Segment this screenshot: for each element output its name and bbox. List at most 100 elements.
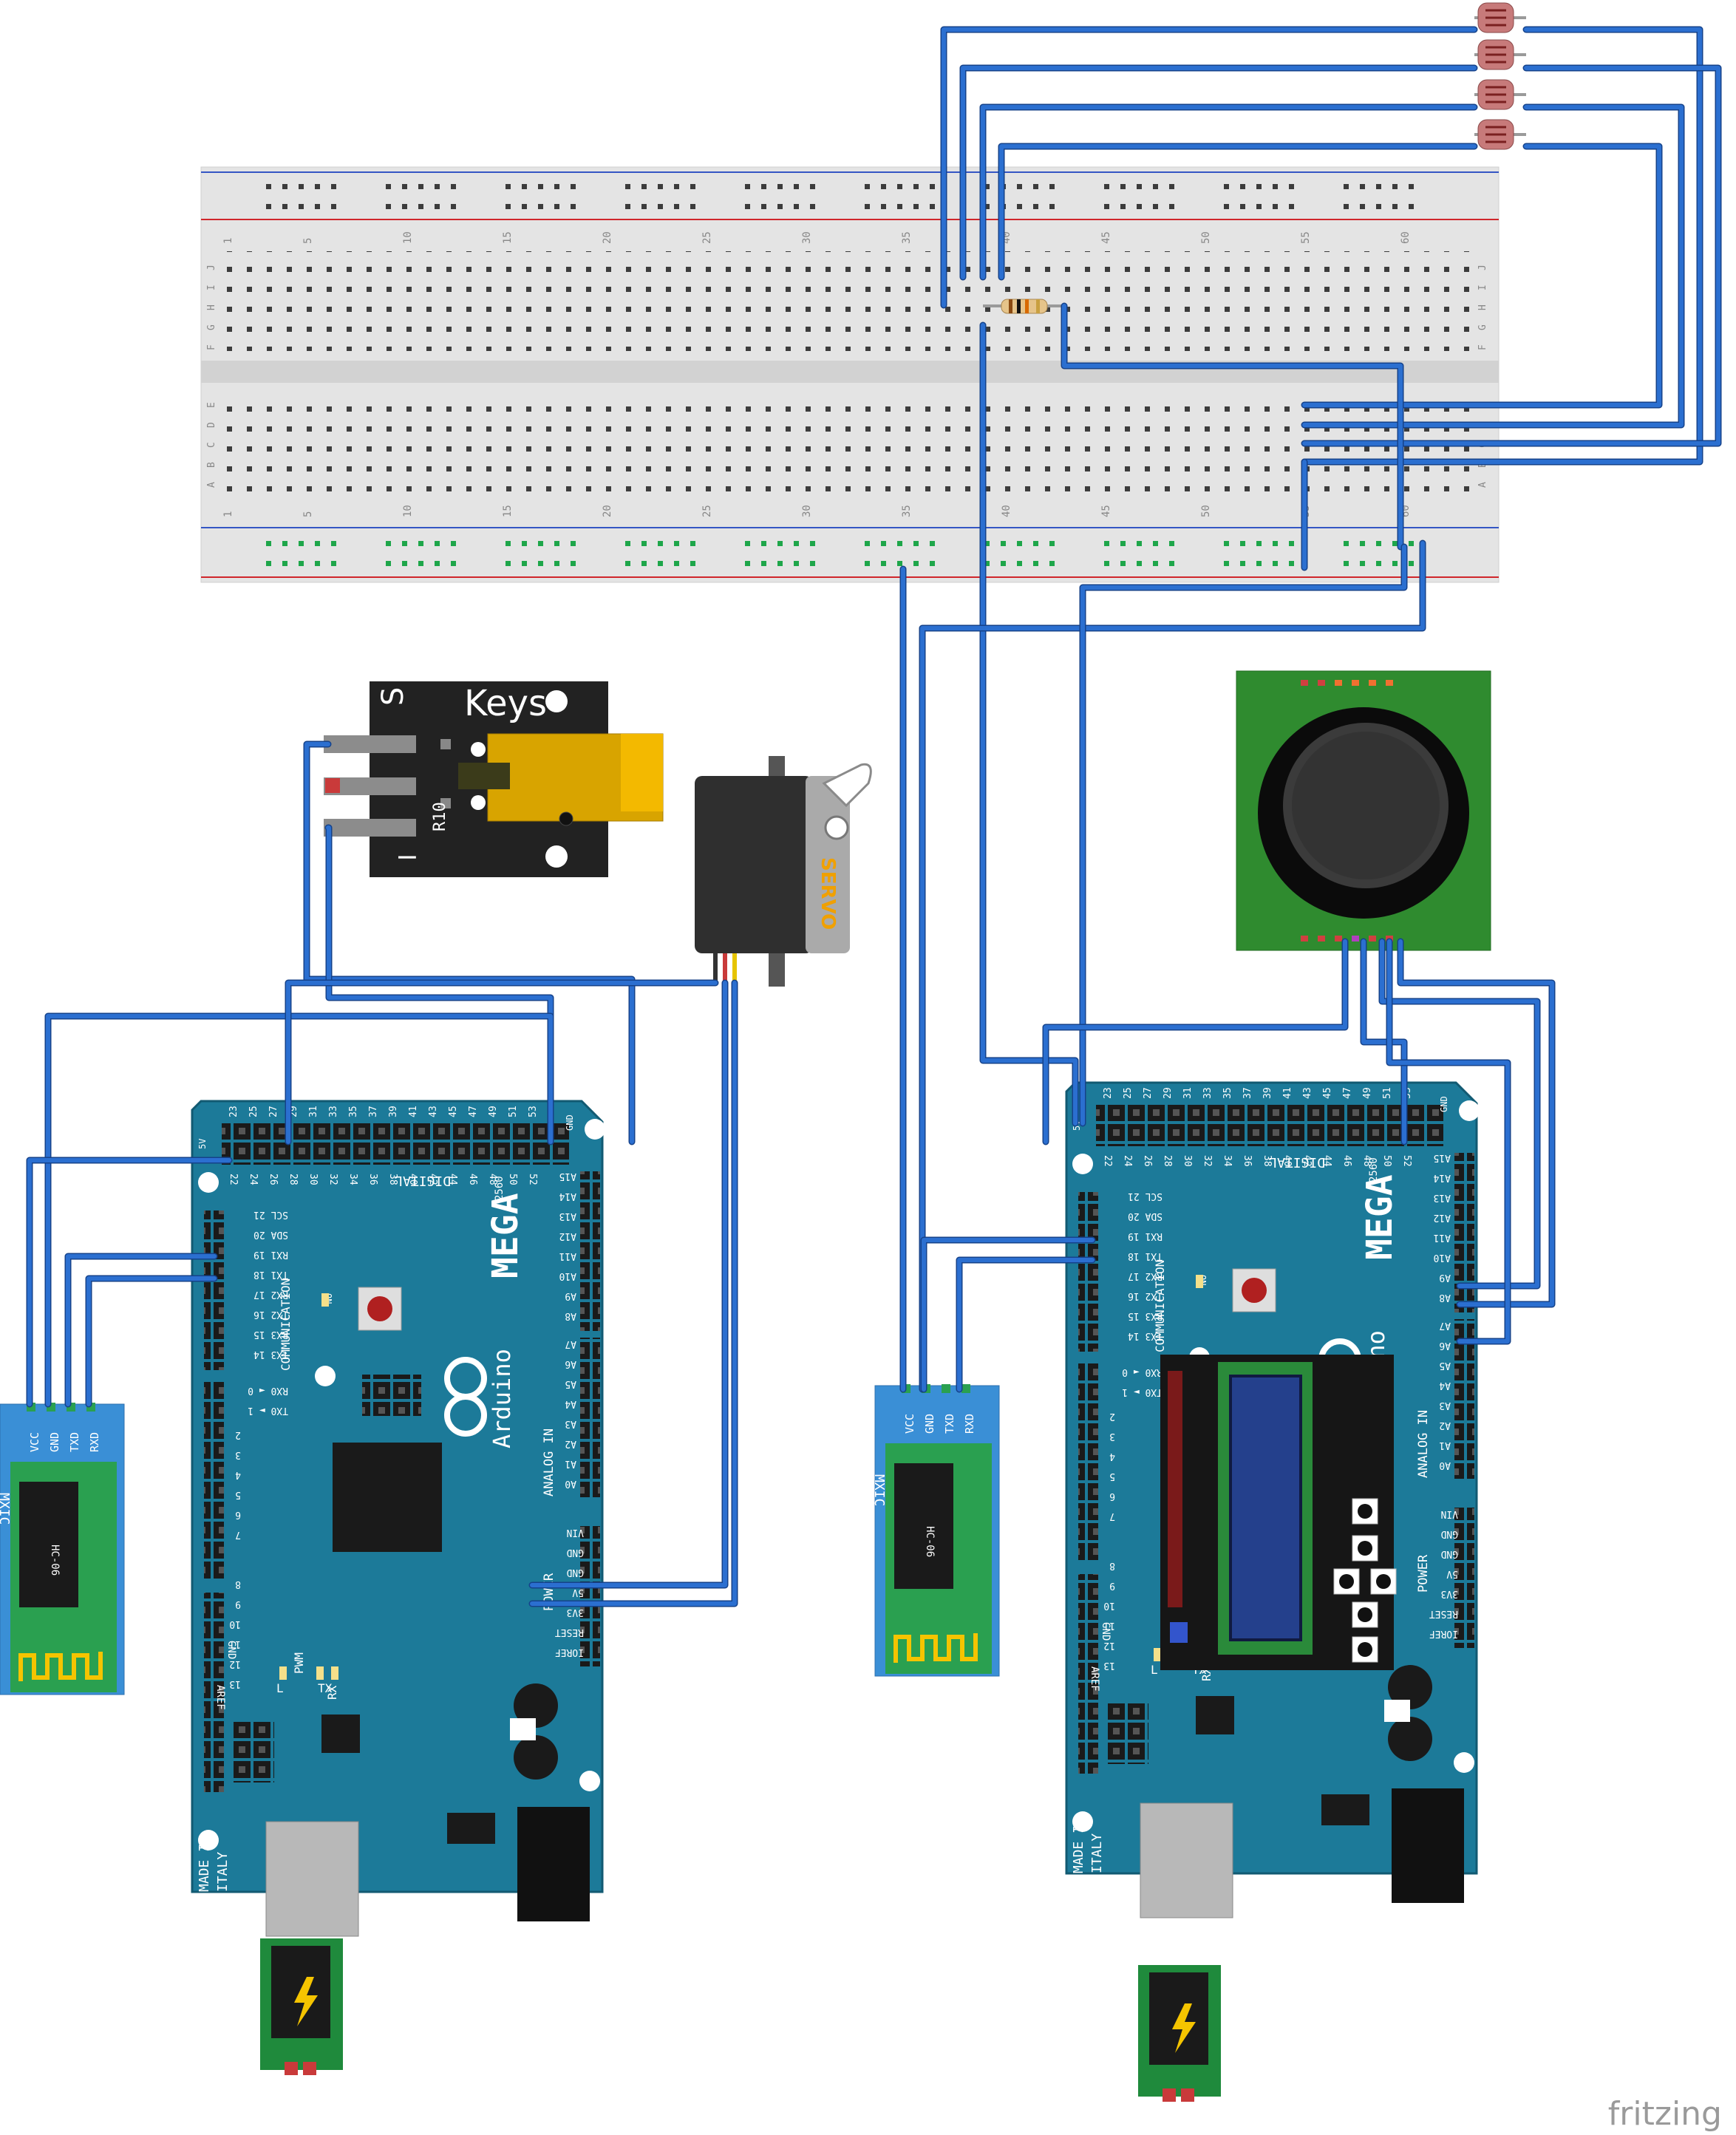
digital-pin-number: 44 xyxy=(1321,1155,1332,1167)
gnd-label: GND xyxy=(1100,1622,1112,1641)
hc06-pin-label: GND xyxy=(923,1414,936,1434)
comm-pin-label: RX2 17 xyxy=(1128,1270,1163,1281)
comm-pin-label: TX3 14 xyxy=(253,1349,288,1360)
digital-pin-number: 30 xyxy=(1182,1155,1193,1167)
hc06-model-label: HC-06 xyxy=(49,1545,61,1576)
rail-hole xyxy=(930,541,935,546)
rail-hole xyxy=(538,184,543,189)
digital-pin-number: 28 xyxy=(1162,1155,1173,1167)
analog-pin-label: A15 xyxy=(1434,1152,1451,1163)
rail-hole xyxy=(1137,204,1142,209)
rail-hole xyxy=(865,204,870,209)
digital-pin-number: 51 xyxy=(508,1106,519,1117)
column-number: 1 xyxy=(222,511,234,517)
digital-pin-number: 53 xyxy=(528,1106,539,1117)
comm-pin-label: SDA 20 xyxy=(1128,1210,1163,1222)
rail-hole xyxy=(1001,561,1006,566)
rail-hole xyxy=(402,184,407,189)
rail-hole xyxy=(554,204,559,209)
dc-power-jack xyxy=(1392,1788,1464,1903)
digital-label: DIGITAL xyxy=(1269,1154,1325,1170)
digital-pin-number: 32 xyxy=(1202,1155,1213,1167)
wire xyxy=(286,981,718,1144)
rail-hole xyxy=(658,204,663,209)
rail-hole xyxy=(386,561,391,566)
power-pin-label: RESET xyxy=(1429,1608,1458,1619)
pwm-pin-label: 9 xyxy=(1109,1580,1115,1591)
row-letter: G xyxy=(206,324,217,330)
pwm-pin-label: 4 xyxy=(1109,1451,1115,1462)
joystick-pin xyxy=(1369,680,1376,686)
joystick-pins-top xyxy=(1301,680,1393,686)
digital-pin-number: 45 xyxy=(448,1106,459,1117)
rail-hole xyxy=(881,204,886,209)
digital-pin-number: 43 xyxy=(428,1106,439,1117)
pwm-label: PWM xyxy=(292,1652,306,1674)
rail-hole xyxy=(435,561,440,566)
analog-pin-label: A2 xyxy=(1439,1420,1451,1431)
wire xyxy=(942,27,1477,307)
made-in-label: ITALY xyxy=(215,1852,231,1892)
rail-hole xyxy=(1224,561,1229,566)
rail-hole xyxy=(1409,184,1414,189)
servo-motor: SERVO xyxy=(695,756,872,987)
wire xyxy=(530,981,737,1606)
rail-hole xyxy=(1344,541,1349,546)
digital-pin-number: 35 xyxy=(348,1106,359,1117)
pwm-pin-label: 12 xyxy=(229,1658,241,1669)
digital-pin-number: 23 xyxy=(228,1106,239,1117)
column-number: 10 xyxy=(402,231,414,244)
digital-pin-number: 42 xyxy=(1301,1155,1313,1167)
rail-hole xyxy=(418,561,423,566)
rail-hole xyxy=(641,561,647,566)
wire xyxy=(981,323,1078,1126)
on-led xyxy=(321,1293,329,1307)
photoresistor xyxy=(1474,79,1526,110)
rail-hole xyxy=(1240,204,1245,209)
serial0-pin-label: TX0 ► 1 xyxy=(248,1405,288,1416)
header-gnd-label: GND xyxy=(565,1114,575,1131)
mega-power-header xyxy=(580,1526,600,1666)
column-number: 50 xyxy=(1200,231,1212,244)
gnd-label: GND xyxy=(225,1641,237,1659)
ldr-track xyxy=(1485,86,1506,103)
rail-hole xyxy=(386,204,391,209)
rail-hole xyxy=(1256,541,1262,546)
rail-hole xyxy=(761,561,766,566)
rail-hole xyxy=(1256,561,1262,566)
column-number: 20 xyxy=(602,505,613,517)
rail-hole xyxy=(810,204,815,209)
rail-hole xyxy=(1033,561,1038,566)
small-chip xyxy=(1196,1696,1234,1734)
pwm-pin-label: 5 xyxy=(235,1489,241,1500)
fritzing-watermark: fritzing xyxy=(1608,2095,1722,2133)
power-jack-right xyxy=(1138,1965,1221,2102)
power-pin-label: GND xyxy=(1440,1548,1458,1559)
analog-pin-label: A5 xyxy=(1439,1360,1451,1371)
row-letter: I xyxy=(1477,285,1488,290)
top-rail-holes xyxy=(266,184,1414,209)
wire xyxy=(46,1014,553,1406)
rail-hole xyxy=(1224,184,1229,189)
rail-hole xyxy=(1153,541,1158,546)
power-pin-label: GND xyxy=(566,1567,584,1578)
comm-pin-label: TX1 18 xyxy=(253,1269,288,1280)
mega-analog-header-low xyxy=(1454,1319,1474,1479)
rail-hole xyxy=(554,561,559,566)
rail-hole xyxy=(1033,184,1038,189)
rail-hole xyxy=(1120,184,1126,189)
rail-hole xyxy=(571,561,576,566)
mega-pwm-header xyxy=(204,1382,224,1581)
tx-led-label: TX xyxy=(318,1681,333,1695)
digital-pin-number: 41 xyxy=(408,1106,419,1117)
rail-hole xyxy=(930,184,935,189)
rail-hole xyxy=(745,184,750,189)
icsp-header-2 xyxy=(233,1722,274,1782)
digital-pin-number: 49 xyxy=(488,1106,499,1117)
lcd-button-cap xyxy=(1376,1574,1391,1589)
ldr-track xyxy=(1485,46,1506,64)
rail-hole xyxy=(386,184,391,189)
rail-hole xyxy=(1360,204,1365,209)
